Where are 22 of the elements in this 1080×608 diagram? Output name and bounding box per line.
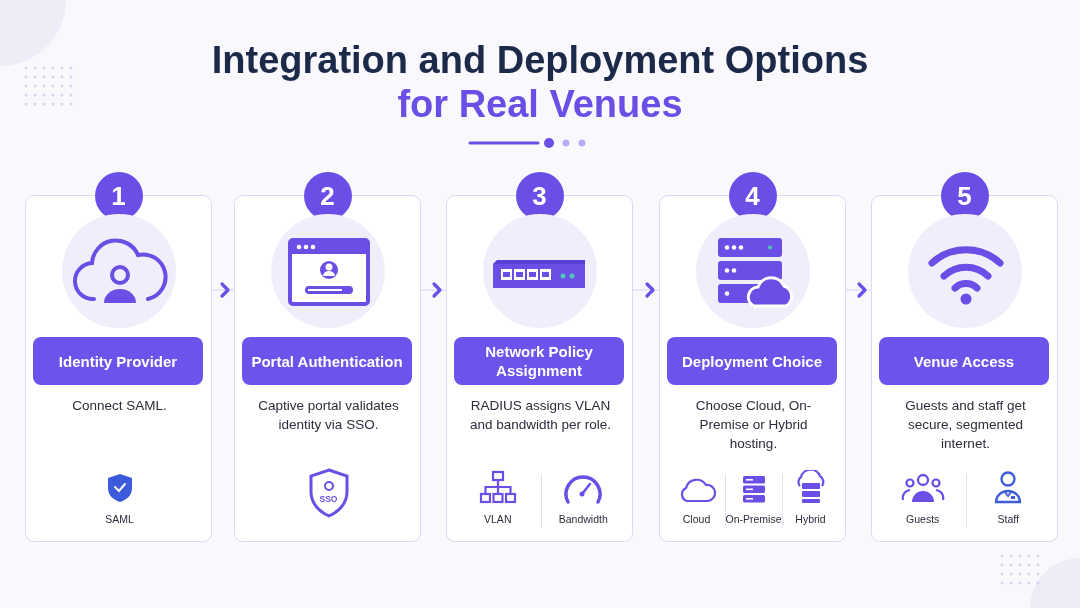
step-heading: Identity Provider [33, 337, 203, 385]
arrow [420, 282, 447, 298]
arrow [211, 282, 235, 298]
step-description: RADIUS assigns VLAN and bandwidth per role. [468, 397, 613, 434]
option-label: VLAN [483, 513, 513, 525]
shield-label: SSO [318, 494, 339, 504]
arrow [632, 282, 660, 298]
step-description: Choose Cloud, On-Premise or Hybrid hosting. [694, 397, 813, 453]
step-description: Connect SAML. [71, 397, 168, 415]
step-heading: Venue Access [879, 337, 1049, 385]
option-label: SAML [104, 513, 135, 525]
option-label: Bandwidth [557, 513, 609, 525]
option-label: Staff [996, 513, 1020, 525]
step-description: Captive portal validates identity via SSO. [257, 397, 400, 434]
step-heading: Deployment Choice [667, 337, 837, 385]
option-label: On-Premise [724, 513, 783, 525]
step-heading: Network Policy Assignment [454, 337, 624, 385]
title: Integration and Deployment Options for Real Venues [210, 38, 870, 126]
option-label: Guests [905, 513, 941, 525]
step-heading: Portal Authentication [242, 337, 412, 385]
arrow [845, 282, 872, 298]
step-description: Guests and staff get secure, segmented internet. [904, 397, 1027, 453]
